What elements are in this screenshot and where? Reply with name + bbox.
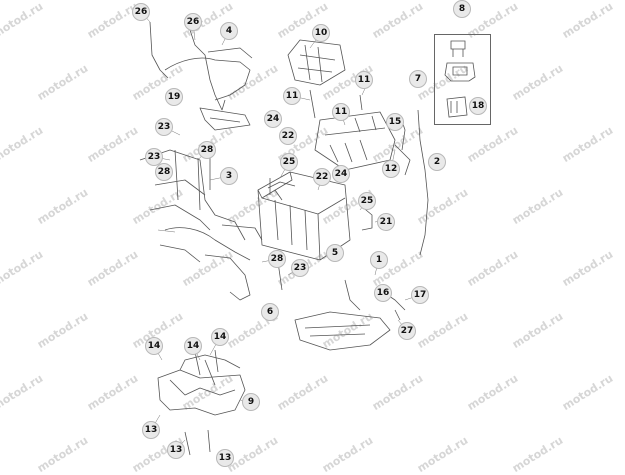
leader-lines bbox=[140, 11, 421, 451]
lower-tray bbox=[157, 349, 246, 416]
part-callout-10[interactable]: 10 bbox=[312, 24, 330, 42]
connector-detail-art bbox=[444, 40, 476, 118]
part-callout-21[interactable]: 21 bbox=[377, 213, 395, 231]
part-callout-2[interactable]: 2 bbox=[428, 153, 446, 171]
part-callout-8[interactable]: 8 bbox=[453, 0, 471, 18]
part-callout-9[interactable]: 9 bbox=[242, 393, 260, 411]
part-callout-16[interactable]: 16 bbox=[374, 284, 392, 302]
part-callout-24[interactable]: 24 bbox=[332, 165, 350, 183]
part-callout-6[interactable]: 6 bbox=[261, 303, 279, 321]
part-callout-25[interactable]: 25 bbox=[280, 153, 298, 171]
part-callout-26[interactable]: 26 bbox=[184, 13, 202, 31]
part-callout-23[interactable]: 23 bbox=[145, 148, 163, 166]
part-callout-17[interactable]: 17 bbox=[411, 286, 429, 304]
part-callout-13[interactable]: 13 bbox=[216, 449, 234, 467]
part-callout-14[interactable]: 14 bbox=[211, 328, 229, 346]
part-callout-3[interactable]: 3 bbox=[220, 167, 238, 185]
part-callout-7[interactable]: 7 bbox=[409, 70, 427, 88]
part-callout-12[interactable]: 12 bbox=[382, 160, 400, 178]
part-callout-19[interactable]: 19 bbox=[165, 88, 183, 106]
part-callout-1[interactable]: 1 bbox=[370, 251, 388, 269]
part-callout-24[interactable]: 24 bbox=[264, 110, 282, 128]
part-callout-23[interactable]: 23 bbox=[155, 118, 173, 136]
part-callout-26[interactable]: 26 bbox=[132, 3, 150, 21]
part-callout-15[interactable]: 15 bbox=[386, 113, 404, 131]
part-callout-28[interactable]: 28 bbox=[198, 141, 216, 159]
part-callout-11[interactable]: 11 bbox=[355, 71, 373, 89]
connector-detail-inset bbox=[434, 34, 491, 125]
right-cable-harness bbox=[394, 109, 429, 256]
part-callout-28[interactable]: 28 bbox=[155, 163, 173, 181]
part-callout-23[interactable]: 23 bbox=[291, 259, 309, 277]
lower-wiring-bracket bbox=[294, 279, 406, 351]
part-callout-13[interactable]: 13 bbox=[167, 441, 185, 459]
fasteners bbox=[184, 89, 373, 456]
upper-bracket-assembly bbox=[149, 21, 253, 131]
part-callout-11[interactable]: 11 bbox=[283, 87, 301, 105]
part-callout-11[interactable]: 11 bbox=[332, 103, 350, 121]
part-callout-22[interactable]: 22 bbox=[313, 168, 331, 186]
part-callout-22[interactable]: 22 bbox=[279, 127, 297, 145]
part-callout-18[interactable]: 18 bbox=[469, 97, 487, 115]
part-callout-13[interactable]: 13 bbox=[142, 421, 160, 439]
part-callout-25[interactable]: 25 bbox=[358, 192, 376, 210]
part-callout-14[interactable]: 14 bbox=[184, 337, 202, 355]
part-callout-27[interactable]: 27 bbox=[398, 322, 416, 340]
left-frame-assembly bbox=[139, 148, 263, 301]
battery-box bbox=[257, 171, 351, 261]
part-callout-14[interactable]: 14 bbox=[145, 337, 163, 355]
part-callout-4[interactable]: 4 bbox=[220, 22, 238, 40]
part-callout-5[interactable]: 5 bbox=[326, 244, 344, 262]
part-callout-28[interactable]: 28 bbox=[268, 250, 286, 268]
